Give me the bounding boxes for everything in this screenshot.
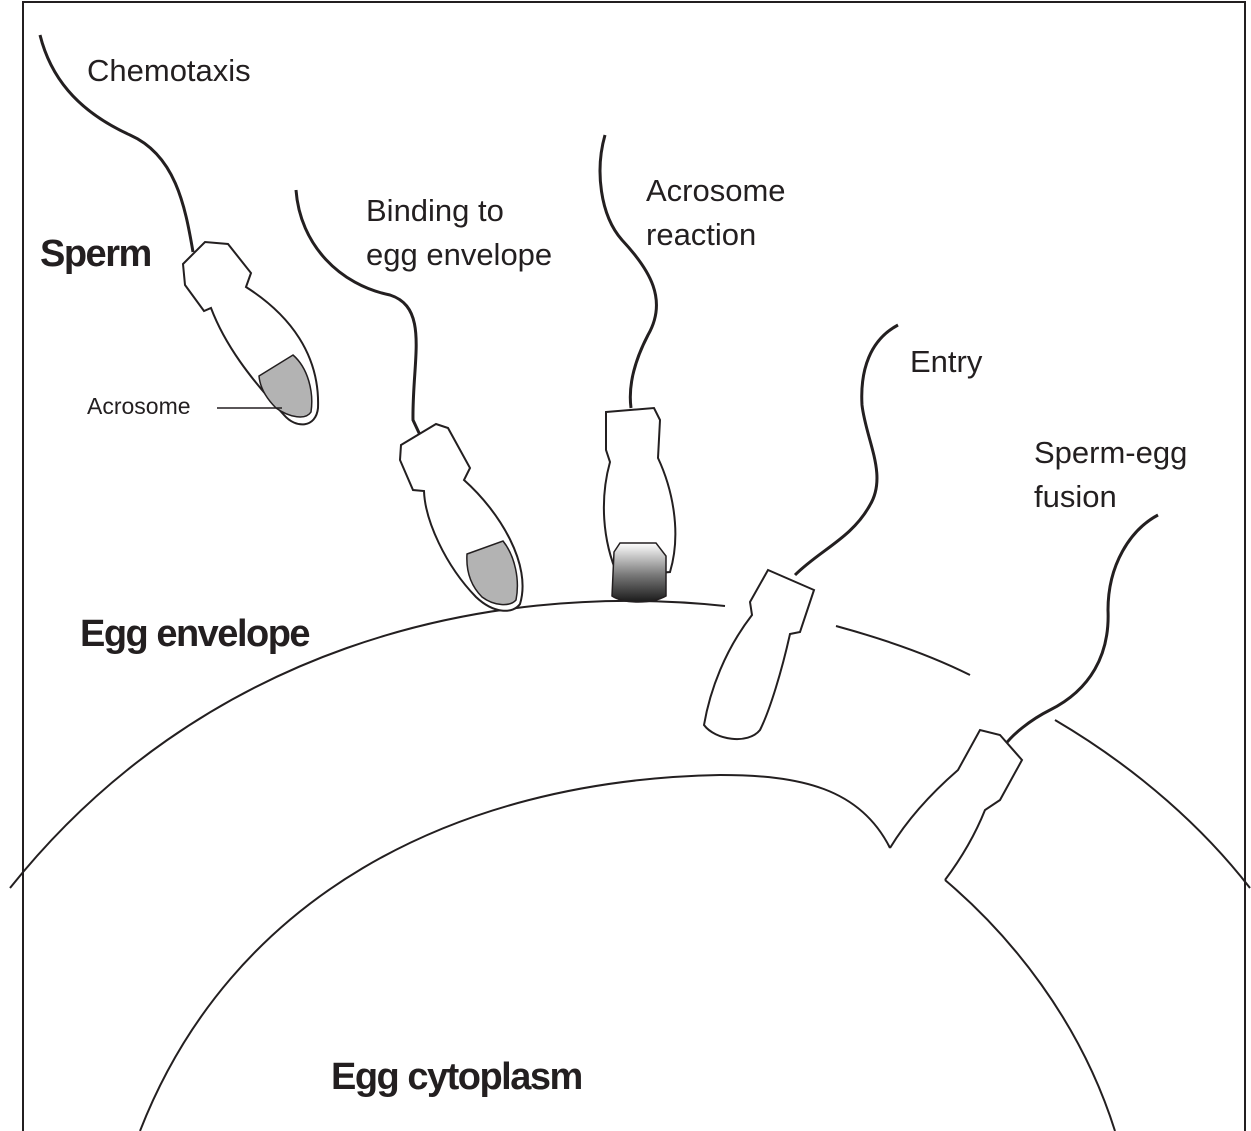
reacting-acrosome bbox=[612, 543, 666, 602]
label-fusion-line2: fusion bbox=[1034, 478, 1117, 515]
label-fusion-line1: Sperm-egg bbox=[1034, 434, 1187, 471]
sperm-chemotaxis bbox=[40, 35, 318, 424]
sperm-head bbox=[704, 570, 814, 739]
label-acrosome: Acrosome bbox=[87, 393, 191, 421]
sperm-tail bbox=[795, 325, 898, 575]
label-chemotaxis: Chemotaxis bbox=[87, 52, 251, 89]
label-egg-cytoplasm: Egg cytoplasm bbox=[331, 1055, 582, 1101]
sperm-head bbox=[890, 730, 1022, 880]
sperm-entry bbox=[704, 325, 898, 739]
label-binding-line2: egg envelope bbox=[366, 236, 552, 273]
label-acrosome-reaction-line2: reaction bbox=[646, 216, 756, 253]
label-egg-envelope: Egg envelope bbox=[80, 612, 309, 658]
label-entry: Entry bbox=[910, 343, 982, 380]
sperm-tail bbox=[1005, 515, 1158, 745]
label-acrosome-reaction-line1: Acrosome bbox=[646, 172, 786, 209]
label-binding-line1: Binding to bbox=[366, 192, 504, 229]
sperm-fusion bbox=[890, 515, 1158, 880]
label-sperm: Sperm bbox=[40, 232, 151, 278]
